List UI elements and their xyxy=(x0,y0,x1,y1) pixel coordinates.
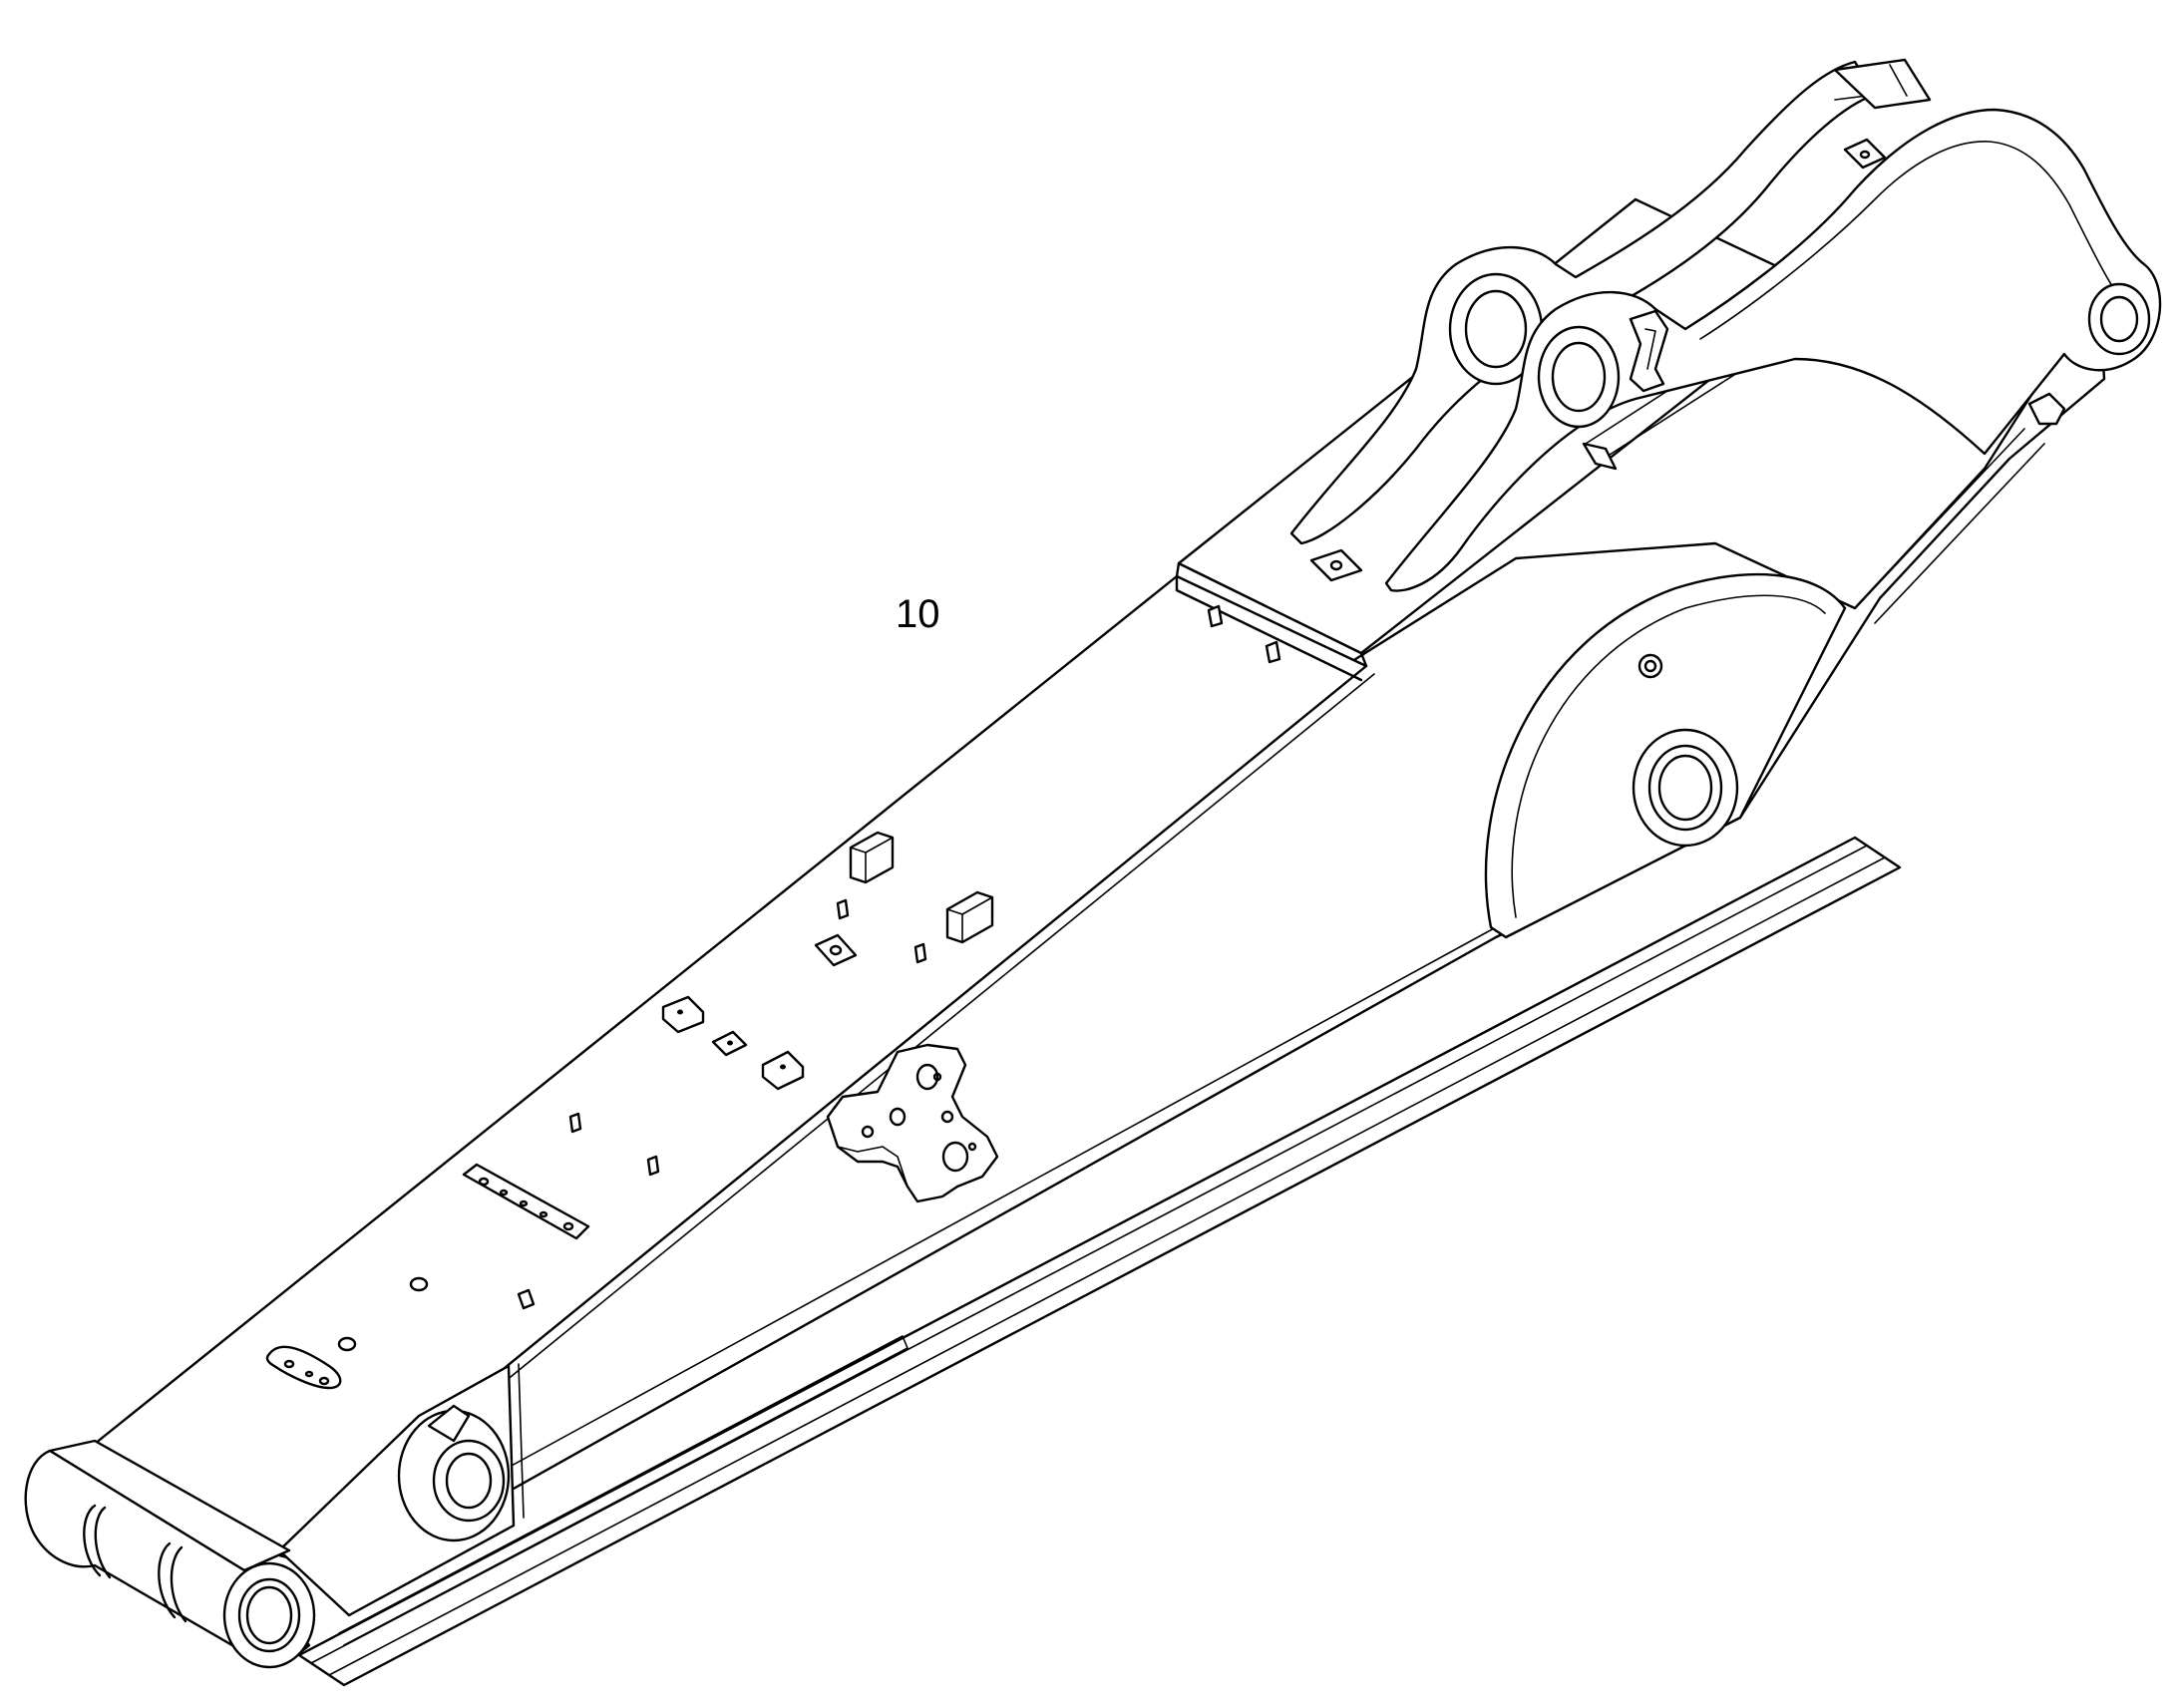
foot-cylinder-pin-boss xyxy=(432,1439,506,1523)
wear-pad xyxy=(1309,548,1363,582)
cleat-block xyxy=(945,890,994,944)
cylinder-bracket xyxy=(1484,572,1847,939)
grease-nipple xyxy=(1637,653,1663,679)
foot-pin-boss xyxy=(222,1561,316,1669)
right-nose-pin-boss xyxy=(1537,325,1621,429)
front-pin-boss xyxy=(2087,282,2151,356)
side-mount-bracket xyxy=(826,1043,999,1203)
hose-clamp-bracket xyxy=(1629,309,1669,393)
bottom-flange xyxy=(297,836,1902,1687)
part-callout-10: 10 xyxy=(896,592,940,636)
right-nose-bracket xyxy=(1384,108,2162,592)
cleat-block xyxy=(849,831,895,884)
top-plate-fittings xyxy=(265,138,1887,1390)
boom-foot xyxy=(24,1363,525,1669)
side-web-plate xyxy=(277,297,2106,1577)
